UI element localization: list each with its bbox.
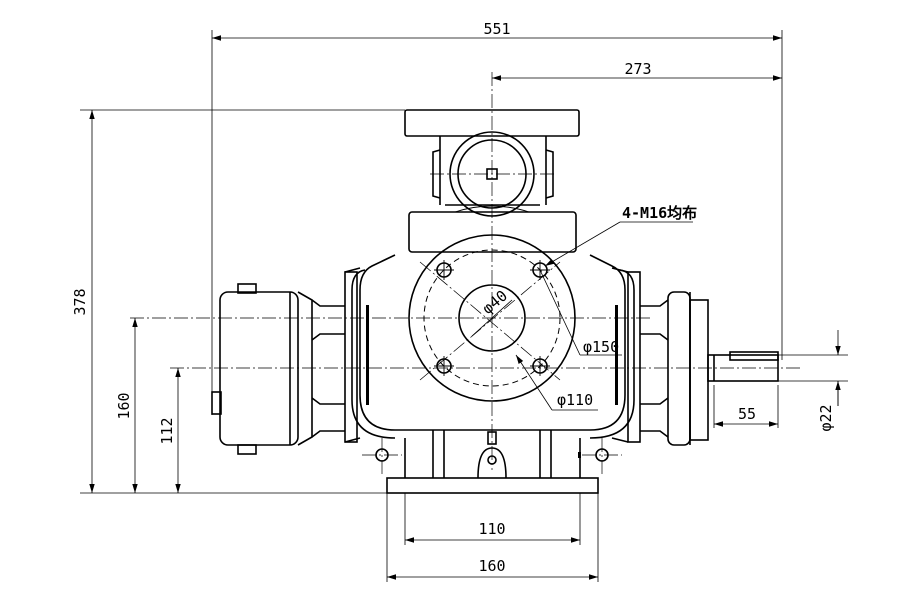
dim-160-base: 160 (478, 557, 505, 575)
dim-378: 378 (71, 288, 89, 315)
base-feet (375, 430, 609, 494)
dim-phi22: φ22 (817, 404, 835, 431)
dim-55: 55 (738, 405, 756, 423)
dim-112: 112 (158, 417, 176, 444)
dim-phi150: φ150 (583, 338, 619, 356)
left-motor-box (211, 283, 345, 455)
top-input-flange (404, 109, 580, 253)
dim-273: 273 (624, 60, 651, 78)
dim-551: 551 (483, 20, 510, 38)
main-flange-face (408, 234, 576, 402)
callout-4-m16: 4-M16均布 (622, 204, 697, 222)
dimension-lines (80, 30, 848, 582)
bolt-holes (434, 260, 550, 376)
dim-phi110: φ110 (557, 391, 593, 409)
center-lines (130, 72, 800, 476)
dim-phi40: φ40 (479, 287, 511, 318)
dim-160-vertical: 160 (115, 392, 133, 419)
right-output (640, 291, 779, 446)
dimension-labels: 551 273 378 160 112 55 φ22 110 160 φ40 φ… (71, 20, 835, 575)
dim-110-base: 110 (478, 520, 505, 538)
